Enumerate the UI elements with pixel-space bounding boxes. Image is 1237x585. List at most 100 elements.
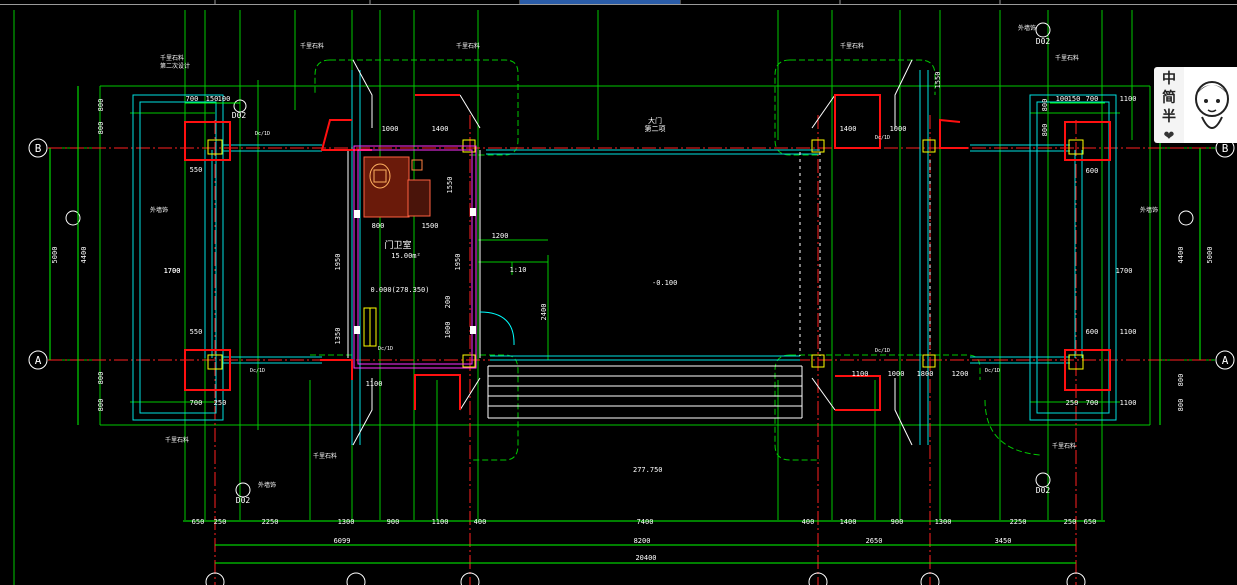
- axis-label-b-left: B: [35, 142, 42, 155]
- ime-toolbar[interactable]: 中 简 半 ❤: [1154, 67, 1184, 144]
- detail-tag-d02-right: D02: [1036, 486, 1051, 495]
- active-tab[interactable]: [520, 0, 680, 4]
- inner-dim-9: 200: [444, 296, 452, 309]
- left-sub-5: 550: [190, 328, 203, 336]
- bottom2-dim-2: 2650: [866, 537, 883, 545]
- hall-label: 大门: [648, 116, 662, 125]
- inner-dim-5: 2400: [540, 304, 548, 321]
- top-dim-4: 1100: [852, 370, 869, 378]
- bottom-dim-4: 900: [387, 518, 400, 526]
- bottom-dim-10: 900: [891, 518, 904, 526]
- left-dim-1: 800: [97, 122, 105, 135]
- left-sub-6: 700: [190, 399, 203, 407]
- bottom-dim-5: 1100: [432, 518, 449, 526]
- top-dim-2: 1400: [840, 125, 857, 133]
- bottom-dim-12: 2250: [1010, 518, 1027, 526]
- bottom-dim-8: 400: [802, 518, 815, 526]
- mascot-face-icon: [1195, 81, 1229, 129]
- bottom-dim-1: 250: [214, 518, 227, 526]
- right-sub-2: 700: [1086, 95, 1099, 103]
- top-dim-5: 1000: [888, 370, 905, 378]
- bottom-dim-14: 650: [1084, 518, 1097, 526]
- left-dim-4: 800: [97, 372, 105, 385]
- right-sub-10: 1100: [1120, 399, 1137, 407]
- bottom-dim-6: 400: [474, 518, 487, 526]
- column-note-4: 千里石料: [840, 42, 864, 50]
- left-dim-2: 5000: [51, 247, 59, 264]
- axis-bubbles: [28, 138, 1235, 585]
- dimension-lines: [49, 86, 1201, 564]
- inner-dim-11: 1550: [934, 72, 942, 89]
- guard-room: [353, 145, 477, 369]
- detail-tag-d02-left: D02: [232, 111, 247, 120]
- guard-room-furniture: [354, 156, 515, 347]
- inner-dim-4: 1500: [422, 222, 439, 230]
- right-sub-1: 150: [1068, 95, 1081, 103]
- top-dim-7: 1800: [917, 370, 934, 378]
- left-dim-3: 4400: [80, 247, 88, 264]
- ime-mascot-image[interactable]: [1184, 67, 1237, 143]
- right-sub-4: 600: [1086, 167, 1099, 175]
- left-sub-4: 1700: [164, 267, 181, 275]
- ime-heart-icon[interactable]: ❤: [1163, 129, 1175, 144]
- axis-label-a-left: A: [35, 354, 42, 367]
- outline-white: [347, 59, 931, 446]
- total-dim: 20400: [635, 554, 656, 562]
- top-dim-0: 1000: [382, 125, 399, 133]
- top-dim-3: 1000: [890, 125, 907, 133]
- walls: [132, 70, 1117, 445]
- ime-simplified-button[interactable]: 简: [1162, 90, 1176, 106]
- column-note-5: 千里石料: [1055, 54, 1079, 62]
- sec-tag-1: Dc/1D: [255, 131, 270, 137]
- inner-dim-2: 1550: [446, 177, 454, 194]
- sec-tag-6: Dc/1D: [250, 368, 265, 374]
- wall-note-top: 外墙饰: [1018, 24, 1036, 32]
- ime-halfwidth-button[interactable]: 半: [1162, 109, 1176, 125]
- top-dims: 1000 1400 1400 1000 1100 1000 1200 1800: [382, 125, 969, 378]
- sec-tag-4: Dc/1D: [875, 348, 890, 354]
- column-note-8: 千里石料: [1052, 442, 1076, 450]
- bottom-dim-3: 1300: [338, 518, 355, 526]
- axis-label-b-right: B: [1222, 142, 1229, 155]
- bottom-dim-11: 1300: [935, 518, 952, 526]
- left-dim-5: 800: [97, 399, 105, 412]
- left-dim-0: 800: [97, 99, 105, 112]
- inner-dim-12: 1950: [454, 254, 462, 271]
- sec-tag-3: Dc/1D: [378, 346, 393, 352]
- ime-lang-button[interactable]: 中: [1162, 71, 1176, 87]
- column-note-2: 千里石料: [300, 42, 324, 50]
- bottom-dim-13: 250: [1064, 518, 1077, 526]
- room-name: 门卫室: [384, 239, 411, 251]
- inner-dim-0: 1200: [492, 232, 509, 240]
- bottom-dim-9: 1400: [840, 518, 857, 526]
- column-note-6: 千里石料: [165, 436, 189, 444]
- bottom-dim-2: 2250: [262, 518, 279, 526]
- sec-tag-5: Dc/1D: [985, 368, 1000, 374]
- inner-dim-13: 1:10: [510, 266, 527, 274]
- left-sub-2: 100: [218, 95, 231, 103]
- bottom2-dim-1: 8200: [634, 537, 651, 545]
- column-note-1b: 第二次设计: [160, 62, 190, 70]
- inner-dim-6: 1950: [334, 254, 342, 271]
- right-dim-2: 800: [1177, 374, 1185, 387]
- left-sub-1: 150: [206, 95, 219, 103]
- top-dim-1: 1400: [432, 125, 449, 133]
- right-dim-4: 800: [1041, 99, 1049, 112]
- right-sub-9: 700: [1086, 399, 1099, 407]
- right-sub-0: 100: [1056, 95, 1069, 103]
- inner-dim-7: 1350: [334, 328, 342, 345]
- bottom-dim-0: 650: [192, 518, 205, 526]
- right-sub-6: 600: [1086, 328, 1099, 336]
- right-sub-7: 1100: [1120, 328, 1137, 336]
- left-sub-0: 700: [186, 95, 199, 103]
- room-level: 0.000(278.350): [370, 286, 429, 294]
- right-sub-3: 1100: [1120, 95, 1137, 103]
- left-sub-3: 550: [190, 166, 203, 174]
- bottom-elevation: 277.750: [633, 466, 663, 474]
- detail-tag-d02-bottom: D02: [236, 496, 251, 505]
